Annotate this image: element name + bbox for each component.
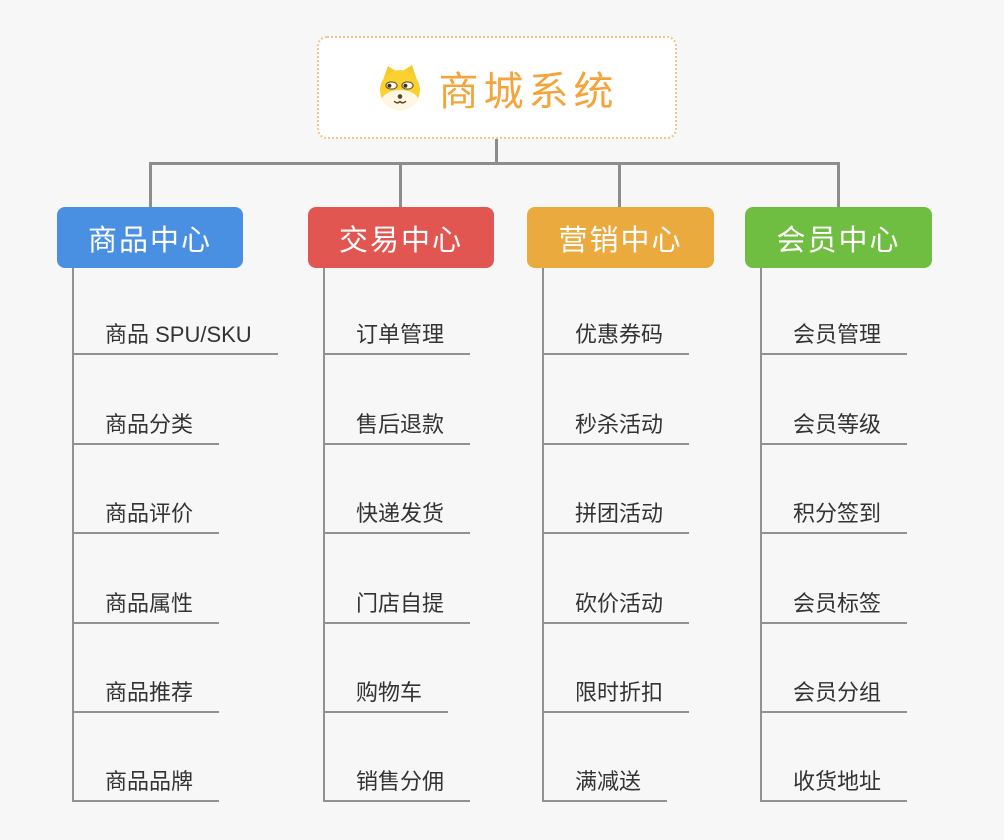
- branch-product-center: 商品中心 商品 SPU/SKU 商品分类 商品评价 商品属性 商品推荐 商品品牌: [57, 207, 317, 827]
- leaf-topic[interactable]: 快递发货: [323, 496, 471, 534]
- root-title: 商城系统: [438, 69, 619, 114]
- branch-head-product-center[interactable]: 商品中心: [57, 207, 243, 268]
- leaf-topic[interactable]: 会员标签: [760, 586, 908, 624]
- connector-drop-branch-2: [399, 162, 402, 210]
- branch-head-trade-center[interactable]: 交易中心: [308, 207, 494, 268]
- leaf-topic[interactable]: 商品品牌: [72, 764, 220, 802]
- connector-drop-branch-3: [618, 162, 621, 210]
- branch-trunk-line: [760, 268, 762, 801]
- leaf-topic[interactable]: 商品分类: [72, 407, 220, 445]
- branch-trunk-line: [323, 268, 325, 801]
- branch-trunk-line: [542, 268, 544, 801]
- leaf-topic[interactable]: 商品推荐: [72, 675, 220, 713]
- leaf-topic[interactable]: 会员管理: [760, 317, 908, 355]
- leaf-topic[interactable]: 积分签到: [760, 496, 908, 534]
- leaf-topic[interactable]: 砍价活动: [542, 586, 690, 624]
- branch-head-marketing-center[interactable]: 营销中心: [527, 207, 714, 268]
- leaf-topic[interactable]: 商品属性: [72, 586, 220, 624]
- shiba-dog-face-icon: [379, 64, 420, 110]
- branch-marketing-center: 营销中心 优惠券码 秒杀活动 拼团活动 砍价活动 限时折扣 满减送: [527, 207, 787, 827]
- branch-head-member-center[interactable]: 会员中心: [745, 207, 932, 268]
- leaf-topic[interactable]: 会员分组: [760, 675, 908, 713]
- connector-root-stem: [495, 139, 498, 165]
- connector-drop-branch-4: [837, 162, 840, 210]
- leaf-topic[interactable]: 商品评价: [72, 496, 220, 534]
- leaf-topic[interactable]: 拼团活动: [542, 496, 690, 534]
- leaf-topic[interactable]: 限时折扣: [542, 675, 690, 713]
- leaf-topic[interactable]: 销售分佣: [323, 764, 471, 802]
- leaf-topic[interactable]: 优惠券码: [542, 317, 690, 355]
- branch-trunk-line: [72, 268, 74, 801]
- connector-drop-branch-1: [149, 162, 152, 210]
- leaf-topic[interactable]: 会员等级: [760, 407, 908, 445]
- leaf-topic[interactable]: 商品 SPU/SKU: [72, 317, 278, 355]
- leaf-topic[interactable]: 售后退款: [323, 407, 471, 445]
- branch-trade-center: 交易中心 订单管理 售后退款 快递发货 门店自提 购物车 销售分佣: [308, 207, 568, 827]
- connector-rail: [149, 162, 840, 165]
- branch-member-center: 会员中心 会员管理 会员等级 积分签到 会员标签 会员分组 收货地址: [745, 207, 1004, 827]
- leaf-topic[interactable]: 秒杀活动: [542, 407, 690, 445]
- leaf-topic[interactable]: 订单管理: [323, 317, 471, 355]
- root-node[interactable]: 商城系统: [317, 36, 677, 139]
- leaf-topic[interactable]: 满减送: [542, 764, 668, 802]
- leaf-topic[interactable]: 购物车: [323, 675, 449, 713]
- leaf-topic[interactable]: 收货地址: [760, 764, 908, 802]
- leaf-topic[interactable]: 门店自提: [323, 586, 471, 624]
